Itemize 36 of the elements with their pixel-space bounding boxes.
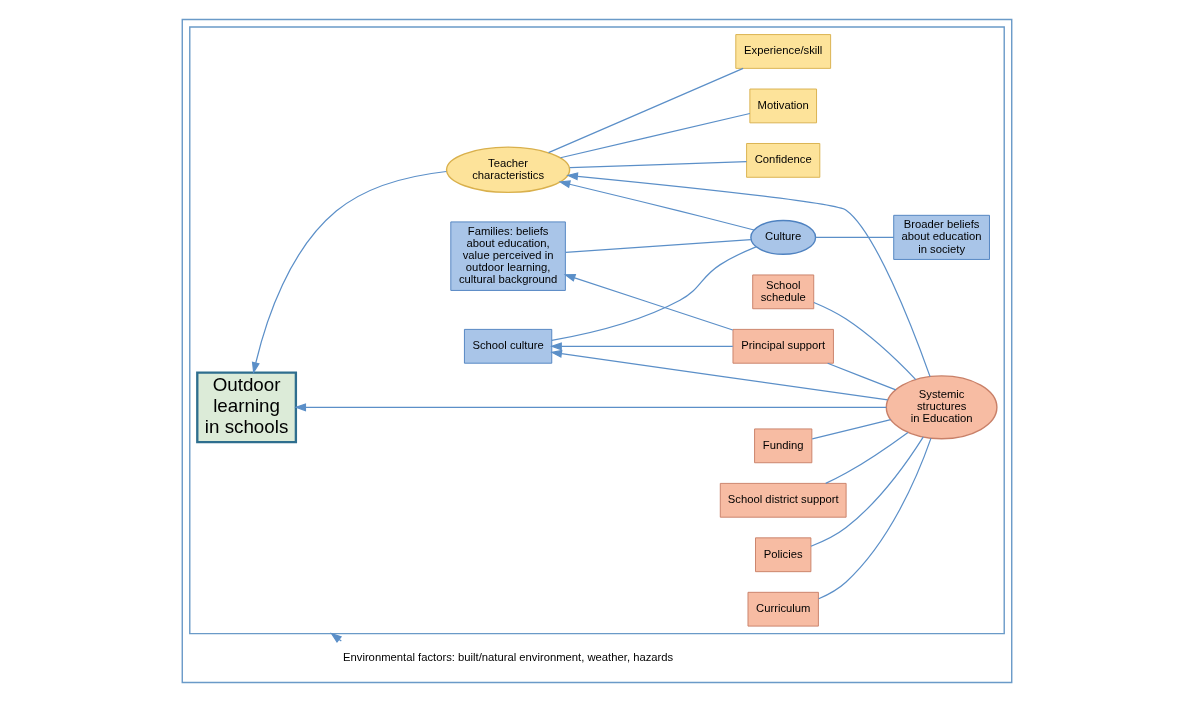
node-box: Broader beliefs about education in society	[893, 214, 990, 260]
connector	[810, 436, 924, 547]
node-box: Motivation	[749, 88, 817, 124]
arrow	[563, 273, 734, 331]
node-ellipse: Culture	[750, 219, 817, 255]
node-box: School schedule	[752, 274, 815, 310]
arrow	[550, 342, 734, 351]
arrow	[558, 180, 755, 231]
arrow	[550, 349, 889, 401]
node-ellipse: Systemic structures in Education	[885, 375, 998, 440]
arrow	[251, 170, 447, 375]
connector	[565, 238, 752, 253]
node-box: Families: beliefs about education, value perceived in outdoor learning, cultural background	[450, 221, 566, 291]
node-box: Outdoor learning in schools	[196, 371, 298, 444]
node-box: School district support	[719, 482, 847, 518]
connector	[813, 301, 917, 381]
connector	[551, 246, 757, 341]
arrow	[294, 403, 887, 412]
connector	[825, 431, 909, 484]
node-box: Policies	[755, 537, 812, 573]
node-text: Environmental factors: built/natural environment, weather, hazards	[343, 650, 674, 663]
arrow	[330, 632, 343, 644]
node-box: Funding	[754, 428, 813, 464]
node-box: Curriculum	[747, 591, 819, 627]
arrow	[566, 172, 931, 378]
node-box: Confidence	[746, 143, 821, 178]
node-box: Principal support	[732, 328, 834, 364]
connector	[811, 419, 892, 440]
node-box: Experience/skill	[735, 34, 832, 69]
connector	[827, 362, 897, 391]
connector	[547, 67, 744, 154]
connector	[569, 161, 748, 169]
connector	[559, 112, 751, 159]
node-box: School culture	[463, 328, 553, 364]
connector	[818, 437, 932, 600]
connector	[815, 236, 895, 238]
